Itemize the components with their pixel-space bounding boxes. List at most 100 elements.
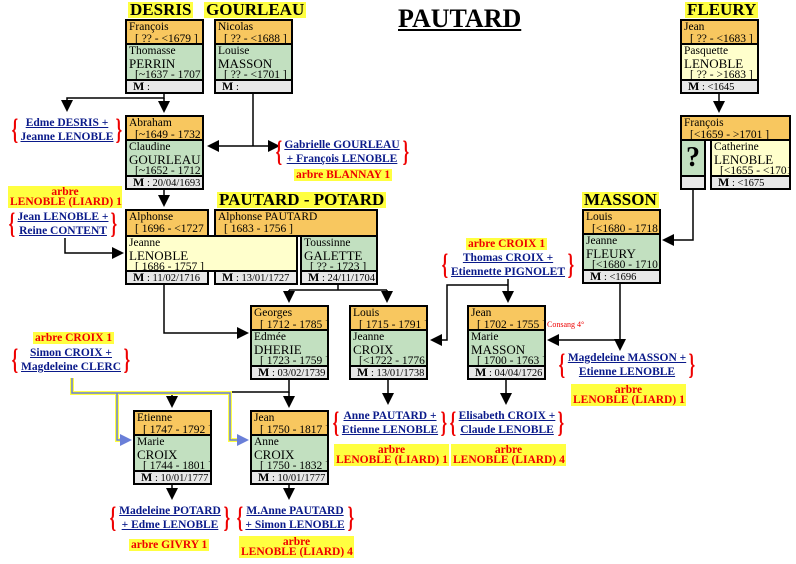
- link-text[interactable]: Gabrielle GOURLEAU + François LENOBLE: [284, 138, 399, 166]
- family-label-gourleau: GOURLEAU: [204, 0, 307, 19]
- unknown-spouse: ?: [680, 139, 706, 177]
- arrowhead-icon: [158, 101, 170, 113]
- link-thomas[interactable]: {Thomas CROIX +Etiennette PIGNOLET}: [441, 250, 575, 280]
- link-line-1[interactable]: Gabrielle GOURLEAU: [284, 139, 400, 151]
- wife-last-name: MASSON: [471, 341, 526, 357]
- link-line-1[interactable]: Madeleine POTARD: [119, 505, 221, 517]
- marriage-row: M : 13/01/1727: [214, 270, 298, 285]
- link-text[interactable]: Thomas CROIX + Etiennette PIGNOLET: [451, 251, 565, 279]
- person-box-desris[interactable]: François[ ?? - <1679 ]: [125, 19, 204, 45]
- link-line-1[interactable]: Simon CROIX +: [30, 347, 112, 359]
- link-text[interactable]: Magdeleine MASSON + Etienne LENOBLE: [568, 351, 686, 379]
- person-box-jean-masson[interactable]: Jean[ 1702 - 1755 ]: [467, 305, 546, 331]
- wife-last-name: CROIX: [137, 446, 178, 462]
- wife-last-name: MASSON: [218, 55, 273, 71]
- link-line-2[interactable]: Reine CONTENT: [19, 225, 107, 237]
- connector-line-highlight: [115, 393, 123, 442]
- link-text[interactable]: Jean LENOBLE + Reine CONTENT: [18, 210, 109, 238]
- person-box-gourleau[interactable]: Nicolas[ ?? - <1688 ]: [214, 19, 293, 45]
- marriage-date: : 13/01/1727: [235, 273, 290, 284]
- link-text[interactable]: Edme DESRIS + Jeanne LENOBLE: [21, 116, 114, 144]
- wife-dates: [<1655 - <1701 ]: [720, 164, 791, 177]
- link-line-2[interactable]: Etienne LENOBLE: [341, 424, 439, 436]
- marriage-row: M : 10/01/1777: [250, 470, 329, 485]
- link-text[interactable]: Madeleine POTARD + Edme LENOBLE: [119, 504, 221, 532]
- brace-right-icon: }: [557, 406, 565, 439]
- link-line-1[interactable]: Edme DESRIS +: [25, 117, 109, 129]
- arrowhead-icon: [283, 291, 295, 303]
- link-manne[interactable]: {M.Anne PAUTARD+ Simon LENOBLE}: [236, 503, 354, 533]
- person-box-georges[interactable]: Georges[ 1712 - 1785 ]: [250, 305, 329, 331]
- link-text[interactable]: Anne PAUTARD + Etienne LENOBLE: [342, 409, 438, 437]
- wife-last-name: LENOBLE: [684, 55, 744, 71]
- link-line-2[interactable]: Etiennette PIGNOLET: [450, 266, 566, 278]
- link-line-2[interactable]: Claude LENOBLE: [460, 424, 554, 436]
- wife-cell-toussinne: Toussinne GALETTE [ ?? - 1723 ]: [300, 235, 378, 272]
- arrowhead-icon: [158, 195, 170, 207]
- link-magdeleine[interactable]: {Magdeleine MASSON +Etienne LENOBLE}: [556, 350, 698, 380]
- link-line-2[interactable]: + Edme LENOBLE: [121, 519, 219, 531]
- tree-label[interactable]: arbre GIVRY 1: [129, 539, 210, 551]
- connector-line: [672, 190, 694, 241]
- person-box-alphonse[interactable]: Alphonse [ 1696 - <1727 ]: [125, 209, 209, 237]
- link-gabrielle[interactable]: {Gabrielle GOURLEAU+ François LENOBLE}: [275, 137, 409, 167]
- link-line-1[interactable]: Magdeleine MASSON +: [567, 352, 687, 364]
- link-text[interactable]: Simon CROIX + Magdeleine CLERC: [21, 346, 121, 374]
- link-line-2[interactable]: Magdeleine CLERC: [21, 361, 121, 373]
- tree-label-line-1: arbre: [494, 444, 523, 456]
- marriage-date: : 20/04/1693: [146, 178, 201, 189]
- link-line-1[interactable]: M.Anne PAUTARD: [246, 505, 344, 517]
- link-line-2[interactable]: + François LENOBLE: [286, 153, 398, 165]
- link-line-2[interactable]: Jeanne LENOBLE: [20, 131, 114, 143]
- link-line-1[interactable]: Elisabeth CROIX +: [458, 410, 556, 422]
- link-elisabeth[interactable]: {Elisabeth CROIX + Claude LENOBLE}: [448, 408, 566, 438]
- link-simon[interactable]: {Simon CROIX +Magdeleine CLERC}: [10, 345, 132, 375]
- person-box-jean-croix[interactable]: Jean[ 1750 - 1817 ]: [250, 410, 329, 436]
- marriage-date: : 10/01/1777: [154, 473, 209, 484]
- marriage-row: M : 11/02/1716: [125, 270, 209, 285]
- tree-label[interactable]: arbre CROIX 1: [33, 332, 115, 344]
- link-line-2[interactable]: + Simon LENOBLE: [245, 519, 345, 531]
- link-text[interactable]: Elisabeth CROIX + Claude LENOBLE: [459, 409, 556, 437]
- person-box-alphonse-pautard[interactable]: Alphonse PAUTARD [ 1683 - 1756 ]: [214, 209, 378, 237]
- person-box-francois-fleury[interactable]: François [<1659 - >1701 ]: [680, 115, 791, 141]
- marriage-label: M: [222, 270, 234, 284]
- wife-first-name: Anne: [254, 436, 279, 448]
- link-text[interactable]: M.Anne PAUTARD + Simon LENOBLE: [245, 504, 344, 532]
- brace-left-icon: {: [449, 406, 457, 439]
- arrowhead-icon: [547, 334, 559, 346]
- person-box-abraham[interactable]: Abraham[~1649 - 1732 ]: [125, 115, 204, 141]
- link-desris-lenoble[interactable]: {Edme DESRIS +Jeanne LENOBLE}: [6, 115, 128, 145]
- husband-name: Abraham: [129, 117, 172, 129]
- person-box-louis-masson[interactable]: Louis[<1680 - 1718 ]: [582, 209, 661, 235]
- tree-label[interactable]: arbre CROIX 1: [466, 238, 548, 250]
- link-jean-reine[interactable]: {Jean LENOBLE +Reine CONTENT}: [6, 209, 120, 239]
- brace-right-icon: }: [123, 343, 131, 376]
- marriage-date: : 24/11/1704: [321, 273, 375, 284]
- family-label-masson: MASSON: [582, 190, 659, 209]
- link-line-1[interactable]: Anne PAUTARD +: [343, 410, 437, 422]
- link-line-2[interactable]: Etienne LENOBLE: [578, 366, 676, 378]
- husband-dates: [<1680 - 1718 ]: [592, 222, 661, 235]
- marriage-label: M: [133, 79, 145, 93]
- arrowhead-icon: [166, 488, 178, 500]
- marriage-label: M: [258, 470, 270, 484]
- husband-dates: [ 1696 - <1727 ]: [135, 222, 209, 235]
- person-box-louis[interactable]: Louis[ 1715 - 1791 ]: [349, 305, 428, 331]
- link-line-1[interactable]: Thomas CROIX +: [462, 252, 554, 264]
- husband-name: Nicolas: [218, 21, 254, 33]
- person-box-fleury[interactable]: Jean[ ?? - <1683 ]: [680, 19, 759, 45]
- tree-label[interactable]: arbre BLANNAY 1: [294, 169, 393, 181]
- person-box-etienne[interactable]: Etienne[ 1747 - 1792 ]: [133, 410, 212, 436]
- link-line-1[interactable]: Jean LENOBLE +: [17, 211, 109, 223]
- link-anne[interactable]: {Anne PAUTARD +Etienne LENOBLE}: [331, 408, 449, 438]
- brace-left-icon: {: [236, 501, 243, 534]
- link-madeleine[interactable]: {Madeleine POTARD+ Edme LENOBLE}: [108, 503, 232, 533]
